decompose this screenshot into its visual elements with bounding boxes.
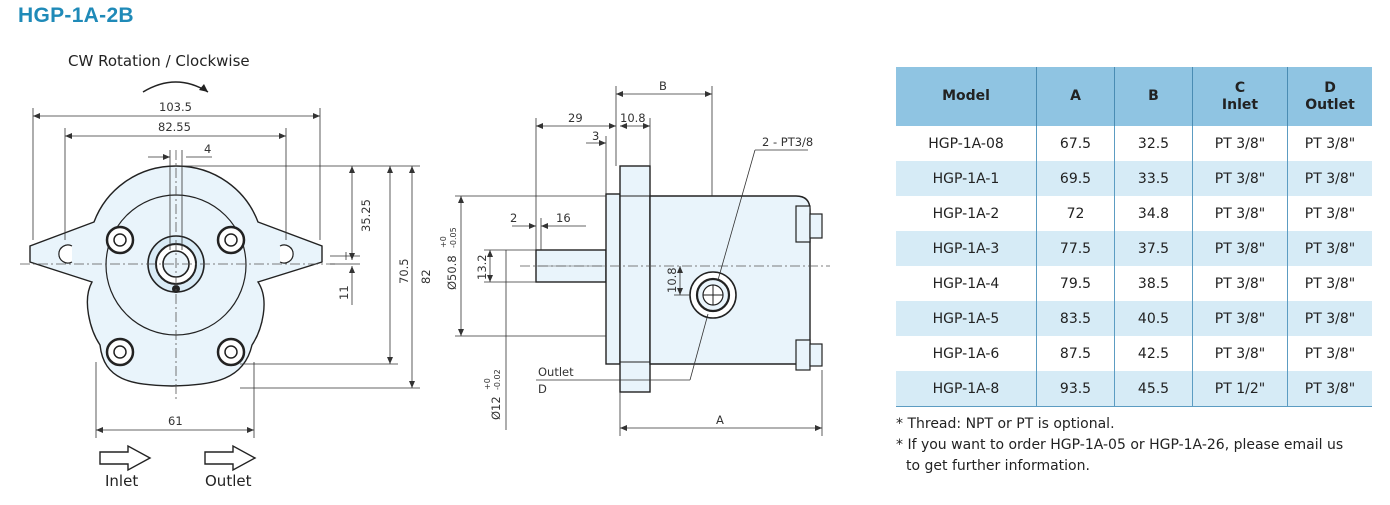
flange-step: [605, 193, 621, 365]
side-outlet-label: Outlet: [538, 365, 574, 379]
cell-inlet: PT 3/8": [1192, 126, 1288, 161]
inlet-label: Inlet: [105, 472, 138, 490]
footnotes: * Thread: NPT or PT is optional. * If yo…: [896, 414, 1356, 477]
side-outlet-letter: D: [538, 382, 547, 396]
rotation-label: CW Rotation / Clockwise: [68, 52, 250, 70]
dim-key-offset: 2: [510, 211, 517, 225]
note-thread: * Thread: NPT or PT is optional.: [896, 416, 1115, 432]
cell-a: 72: [1036, 196, 1115, 231]
table-row: HGP-1A-3 77.5 37.5 PT 3/8" PT 3/8": [896, 231, 1372, 266]
cell-outlet: PT 3/8": [1287, 336, 1372, 371]
cell-b: 33.5: [1114, 161, 1193, 196]
cell-inlet: PT 3/8": [1192, 231, 1288, 266]
cell-a: 77.5: [1036, 231, 1115, 266]
cell-a: 67.5: [1036, 126, 1115, 161]
table-row: HGP-1A-2 72 34.8 PT 3/8" PT 3/8": [896, 196, 1372, 231]
dim-center-to-top: 35.25: [359, 199, 373, 232]
cell-inlet: PT 3/8": [1192, 266, 1288, 301]
table-row: HGP-1A-6 87.5 42.5 PT 3/8" PT 3/8": [896, 336, 1372, 371]
header-a: A: [1036, 67, 1115, 126]
pilot-tolerance-lower: -0.05: [449, 227, 458, 248]
side-view: B 29 10.8 3 2 - PT3/8 Ø50.8 +0 -0.05 2 1…: [439, 79, 830, 436]
header-b: B: [1114, 67, 1193, 126]
dim-key-width: 4: [204, 142, 211, 156]
cell-model: HGP-1A-3: [896, 231, 1037, 266]
cell-b: 34.8: [1114, 196, 1193, 231]
dim-port-offset: 10.8: [665, 267, 679, 293]
dim-bolt-spacing: 82.55: [158, 120, 191, 134]
cell-b: 32.5: [1114, 126, 1193, 161]
dim-shaft-length: 29: [568, 111, 583, 125]
cell-b: 38.5: [1114, 266, 1193, 301]
mounting-flange: [619, 165, 651, 393]
cell-model: HGP-1A-8: [896, 371, 1037, 407]
dim-key-length: 16: [556, 211, 571, 225]
cell-inlet: PT 3/8": [1192, 196, 1288, 231]
cell-outlet: PT 3/8": [1287, 126, 1372, 161]
dim-base-width: 61: [168, 414, 183, 428]
cell-model: HGP-1A-1: [896, 161, 1037, 196]
dim-overall-height: 82: [419, 269, 433, 284]
dim-b: B: [659, 79, 667, 93]
dim-shaft-offset: 11: [337, 285, 351, 300]
cell-inlet: PT 3/8": [1192, 161, 1288, 196]
cell-inlet: PT 3/8": [1192, 336, 1288, 371]
cell-a: 69.5: [1036, 161, 1115, 196]
header-model: Model: [896, 67, 1037, 126]
cell-model: HGP-1A-08: [928, 135, 1004, 152]
cell-model: HGP-1A-6: [932, 345, 1000, 362]
thread-callout: 2 - PT3/8: [762, 135, 813, 149]
outlet-label: Outlet: [205, 472, 252, 490]
outlet-arrow-icon: [204, 444, 257, 472]
cell-a: 79.5: [1036, 266, 1115, 301]
technical-drawing: CW Rotation / Clockwise: [20, 52, 830, 490]
dim-flange-thickness: 10.8: [620, 111, 646, 125]
note-order: * If you want to order HGP-1A-05 or HGP-…: [896, 437, 1344, 474]
cell-a: 83.5: [1036, 301, 1115, 336]
table-row: HGP-1A-08 67.5 32.5 PT 3/8" PT 3/8": [896, 126, 1372, 161]
cell-outlet: PT 3/8": [1287, 266, 1372, 301]
dim-step: 3: [592, 129, 599, 143]
cell-outlet: PT 3/8": [1287, 371, 1372, 407]
dim-shaft-key-height: 13.2: [475, 254, 489, 280]
cell-a: 87.5: [1036, 336, 1115, 371]
cell-outlet: PT 3/8": [1287, 231, 1372, 266]
table-row: HGP-1A-8 93.5 45.5 PT 1/2" PT 3/8": [896, 371, 1372, 407]
dim-shaft-diameter: Ø12: [489, 396, 503, 420]
dim-a: A: [716, 413, 724, 427]
cell-b: 37.5: [1114, 231, 1193, 266]
cell-inlet: PT 3/8": [1192, 301, 1288, 336]
dim-body-height: 70.5: [397, 258, 411, 284]
cell-model: HGP-1A-4: [932, 275, 1000, 292]
cell-outlet: PT 3/8": [1287, 196, 1372, 231]
cell-outlet: PT 3/8": [1287, 161, 1372, 196]
table-row: HGP-1A-5 83.5 40.5 PT 3/8" PT 3/8": [896, 301, 1372, 336]
pilot-tolerance-upper: +0: [439, 236, 448, 248]
shaft-tolerance-upper: +0: [483, 378, 492, 390]
dim-overall-width: 103.5: [159, 100, 192, 114]
cell-b: 42.5: [1114, 336, 1193, 371]
cell-a: 93.5: [1036, 371, 1115, 407]
shaft-tolerance-lower: -0.02: [493, 369, 502, 390]
cell-b: 45.5: [1114, 371, 1193, 407]
cell-model: HGP-1A-5: [896, 301, 1037, 336]
product-title: HGP-1A-2B: [18, 4, 134, 27]
table-row: HGP-1A-1 69.5 33.5 PT 3/8" PT 3/8": [896, 161, 1372, 196]
cell-outlet: PT 3/8": [1287, 301, 1372, 336]
front-view: CW Rotation / Clockwise: [20, 52, 433, 490]
rotation-arrow-icon: [142, 81, 209, 93]
dim-pilot-diameter: Ø50.8: [445, 255, 459, 290]
cell-b: 40.5: [1114, 301, 1193, 336]
inlet-arrow-icon: [99, 444, 152, 472]
cell-model: HGP-1A-2: [932, 205, 1000, 222]
cell-inlet: PT 1/2": [1192, 371, 1288, 407]
table-row: HGP-1A-4 79.5 38.5 PT 3/8" PT 3/8": [896, 266, 1372, 301]
